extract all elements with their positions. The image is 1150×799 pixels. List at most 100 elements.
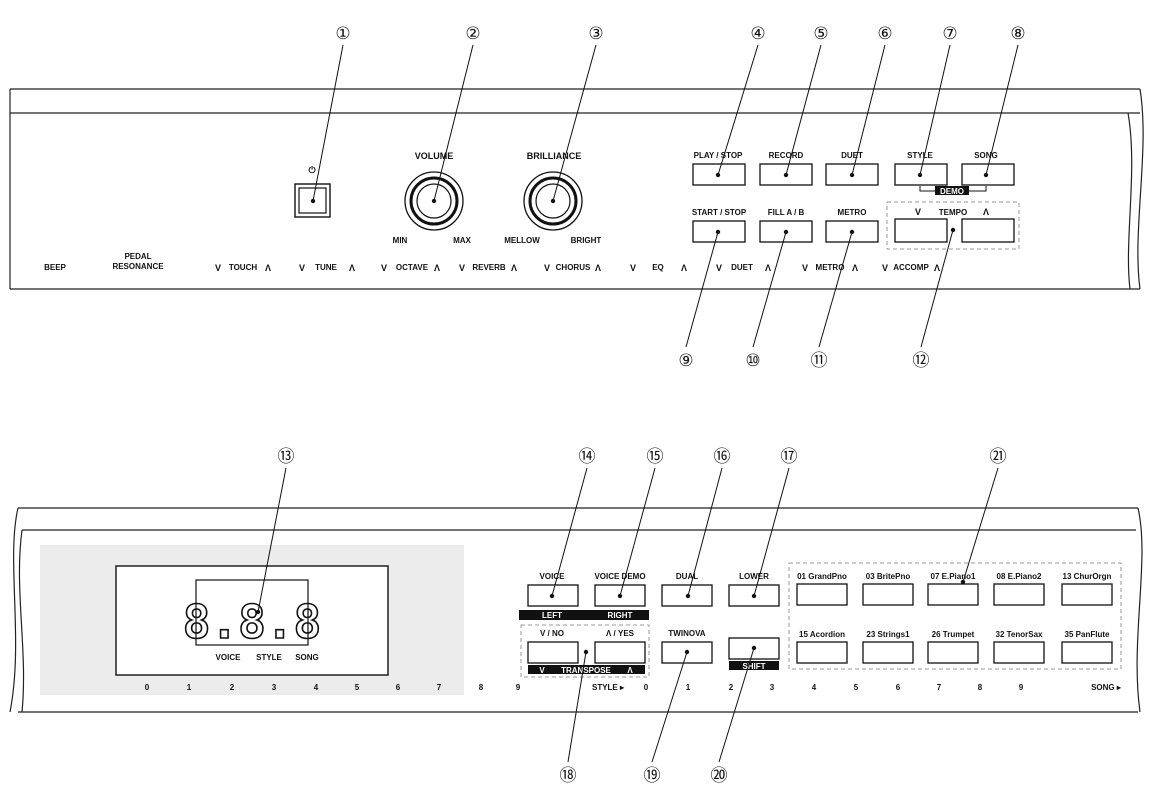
voice-preset-label: 08 E.Piano2 — [997, 572, 1042, 581]
voice-demo-label: VOICE DEMO — [594, 572, 645, 581]
chorus-up-glyph: Λ — [595, 263, 601, 273]
tempo-down-button[interactable] — [894, 218, 948, 243]
style-number: 2 — [230, 683, 235, 692]
leader-line — [433, 44, 474, 202]
callout-number: ⑨ — [678, 351, 693, 370]
tempo-down-glyph: V — [915, 207, 921, 217]
tune-label: TUNE — [315, 263, 337, 272]
leader-line — [919, 44, 951, 176]
transpose-up-glyph: Λ — [627, 666, 633, 675]
volume-max-label: MAX — [453, 236, 471, 245]
style-number: 0 — [145, 683, 150, 692]
yes-button[interactable] — [594, 641, 646, 664]
reverb-up-glyph: Λ — [511, 263, 517, 273]
duet-down-glyph: V — [716, 263, 722, 273]
callout-number: ⑱ — [560, 766, 577, 785]
voice-preset-button[interactable] — [862, 641, 914, 664]
voice-preset-button[interactable] — [993, 641, 1045, 664]
song-number: 4 — [812, 683, 817, 692]
leader-line — [651, 651, 688, 763]
callout-number: ④ — [750, 24, 765, 43]
duet-up-glyph: Λ — [765, 263, 771, 273]
reverb-down-glyph: V — [459, 263, 465, 273]
leader-dot — [310, 198, 316, 204]
fill-label: FILL A / B — [768, 208, 805, 217]
leader-dot — [783, 229, 789, 235]
callout-number: ③ — [588, 24, 603, 43]
leader-dot — [917, 172, 923, 178]
transpose-group-outline — [520, 624, 650, 678]
tempo-up-button[interactable] — [961, 218, 1015, 243]
leader-line — [785, 44, 822, 176]
shift-label: SHIFT — [742, 662, 765, 671]
style-number: 1 — [187, 683, 192, 692]
transpose-bar — [528, 665, 645, 674]
style-number: 5 — [355, 683, 360, 692]
song-number: 9 — [1019, 683, 1024, 692]
volume-knob[interactable] — [404, 171, 464, 231]
leader-line — [718, 647, 755, 763]
song-number: 5 — [854, 683, 859, 692]
volume-label: VOLUME — [415, 151, 454, 161]
tune-down-glyph: V — [299, 263, 305, 273]
callout-number: ⑭ — [579, 447, 596, 466]
leader-dot — [983, 172, 989, 178]
tempo-label: TEMPO — [939, 208, 967, 217]
no-button[interactable] — [527, 641, 579, 664]
leader-line — [851, 44, 886, 176]
style-number: 8 — [479, 683, 484, 692]
brilliance-knob[interactable] — [523, 171, 583, 231]
voice-preset-button[interactable] — [927, 583, 979, 606]
voice-preset-button[interactable] — [1061, 641, 1113, 664]
beep-label: BEEP — [44, 263, 66, 272]
callout-number: ⑬ — [278, 447, 295, 466]
leader-dot — [751, 593, 757, 599]
song-number: 2 — [729, 683, 734, 692]
leader-dot — [617, 593, 623, 599]
touch-down-glyph: V — [215, 263, 221, 273]
voice-preset-button[interactable] — [796, 583, 848, 606]
voice-preset-button[interactable] — [993, 583, 1045, 606]
voice-preset-button[interactable] — [796, 641, 848, 664]
metro-label: METRO — [838, 208, 867, 217]
voice-preset-label: 26 Trumpet — [932, 630, 975, 639]
callout-number: ⑳ — [711, 766, 728, 785]
yes-label: Λ / YES — [606, 629, 635, 638]
tempo-up-glyph: Λ — [983, 207, 989, 217]
leader-line — [257, 467, 287, 613]
transpose-down-glyph: V — [539, 666, 545, 675]
leader-line — [685, 231, 719, 348]
style-number: 7 — [437, 683, 442, 692]
leader-line — [985, 44, 1019, 176]
leader-dot — [685, 593, 691, 599]
chorus-down-glyph: V — [544, 263, 550, 273]
led-digits: 8.8.8 — [183, 595, 321, 649]
metro-function-label: METRO — [816, 263, 845, 272]
voice-preset-label: 32 TenorSax — [996, 630, 1044, 639]
voice-preset-button[interactable] — [927, 641, 979, 664]
style-number: 9 — [516, 683, 521, 692]
octave-label: OCTAVE — [396, 263, 429, 272]
callout-number: ⑥ — [877, 24, 892, 43]
leader-dot — [783, 172, 789, 178]
style-label: STYLE — [907, 151, 933, 160]
brilliance-label: BRILLIANCE — [527, 151, 582, 161]
dual-label: DUAL — [676, 572, 698, 581]
shift-bar — [729, 661, 779, 670]
voice-preset-label: 35 PanFlute — [1065, 630, 1110, 639]
start-stop-label: START / STOP — [692, 208, 747, 217]
touch-up-glyph: Λ — [265, 263, 271, 273]
song-marker: SONG ▸ — [1091, 683, 1122, 692]
eq-down-glyph: V — [630, 263, 636, 273]
voice-preset-button[interactable] — [1061, 583, 1113, 606]
leader-dot — [549, 593, 555, 599]
accomp-down-glyph: V — [882, 263, 888, 273]
song-number: 0 — [644, 683, 649, 692]
transpose-label: TRANSPOSE — [561, 666, 611, 675]
style-number: 4 — [314, 683, 319, 692]
leader-line — [920, 229, 954, 348]
leader-line — [752, 231, 787, 348]
voice-preset-button[interactable] — [862, 583, 914, 606]
